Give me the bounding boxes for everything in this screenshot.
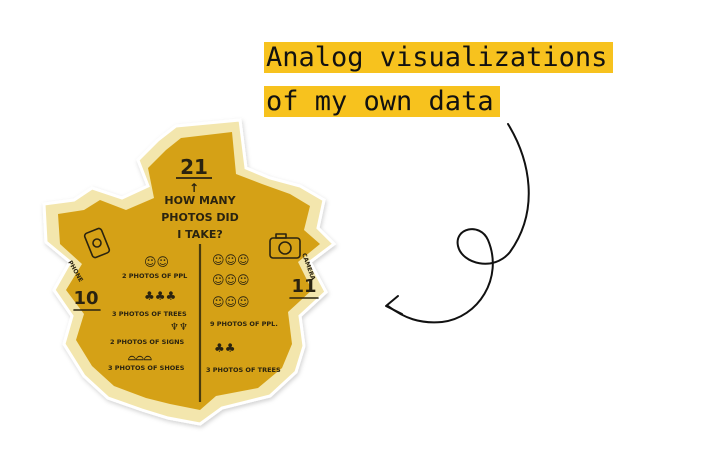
- leaf-sticker: [42, 118, 337, 426]
- arrow-up-icon: ↑: [189, 181, 199, 195]
- camera-row-2: 3 PHOTOS OF TREES: [206, 366, 281, 374]
- total-count: 21: [180, 155, 208, 179]
- person-icon: ☺☺☺: [212, 253, 250, 267]
- sign-icon: ♆♆: [170, 322, 188, 333]
- phone-row-3: 2 PHOTOS OF SIGNS: [110, 338, 185, 346]
- question-line-1: HOW MANY: [164, 194, 236, 207]
- camera-icon: [269, 233, 301, 259]
- camera-row-1: 9 PHOTOS OF PPL.: [210, 320, 278, 328]
- headline-line-1: Analog visualizations: [264, 36, 614, 80]
- person-icon: ☺☺: [144, 255, 169, 269]
- headline: Analog visualizations of my own data: [264, 36, 614, 124]
- headline-highlight-2: of my own data: [264, 86, 500, 117]
- tree-icon: ♣♣♣: [144, 289, 176, 303]
- person-icon: ☺☺☺: [212, 273, 250, 287]
- phone-row-4: 3 PHOTOS OF SHOES: [108, 364, 185, 372]
- question-line-3: I TAKE?: [177, 228, 223, 241]
- phone-row-1: 2 PHOTOS OF PPL: [122, 272, 187, 280]
- phone-row-2: 3 PHOTOS OF TREES: [112, 310, 187, 318]
- curly-arrow-icon: [387, 123, 530, 324]
- leaf-body: [58, 132, 320, 410]
- phone-icon: [83, 227, 111, 259]
- shoe-icon: ⌓⌓⌓: [128, 352, 152, 363]
- person-icon: ☺☺☺: [212, 295, 250, 309]
- tree-icon: ♣♣: [214, 341, 236, 355]
- arrow-head-icon: [385, 295, 403, 315]
- camera-count: 11: [291, 276, 316, 297]
- phone-count: 10: [73, 288, 98, 309]
- headline-line-2: of my own data: [264, 80, 613, 124]
- question-line-2: PHOTOS DID: [161, 211, 239, 224]
- headline-highlight-1: Analog visualizations: [264, 42, 614, 73]
